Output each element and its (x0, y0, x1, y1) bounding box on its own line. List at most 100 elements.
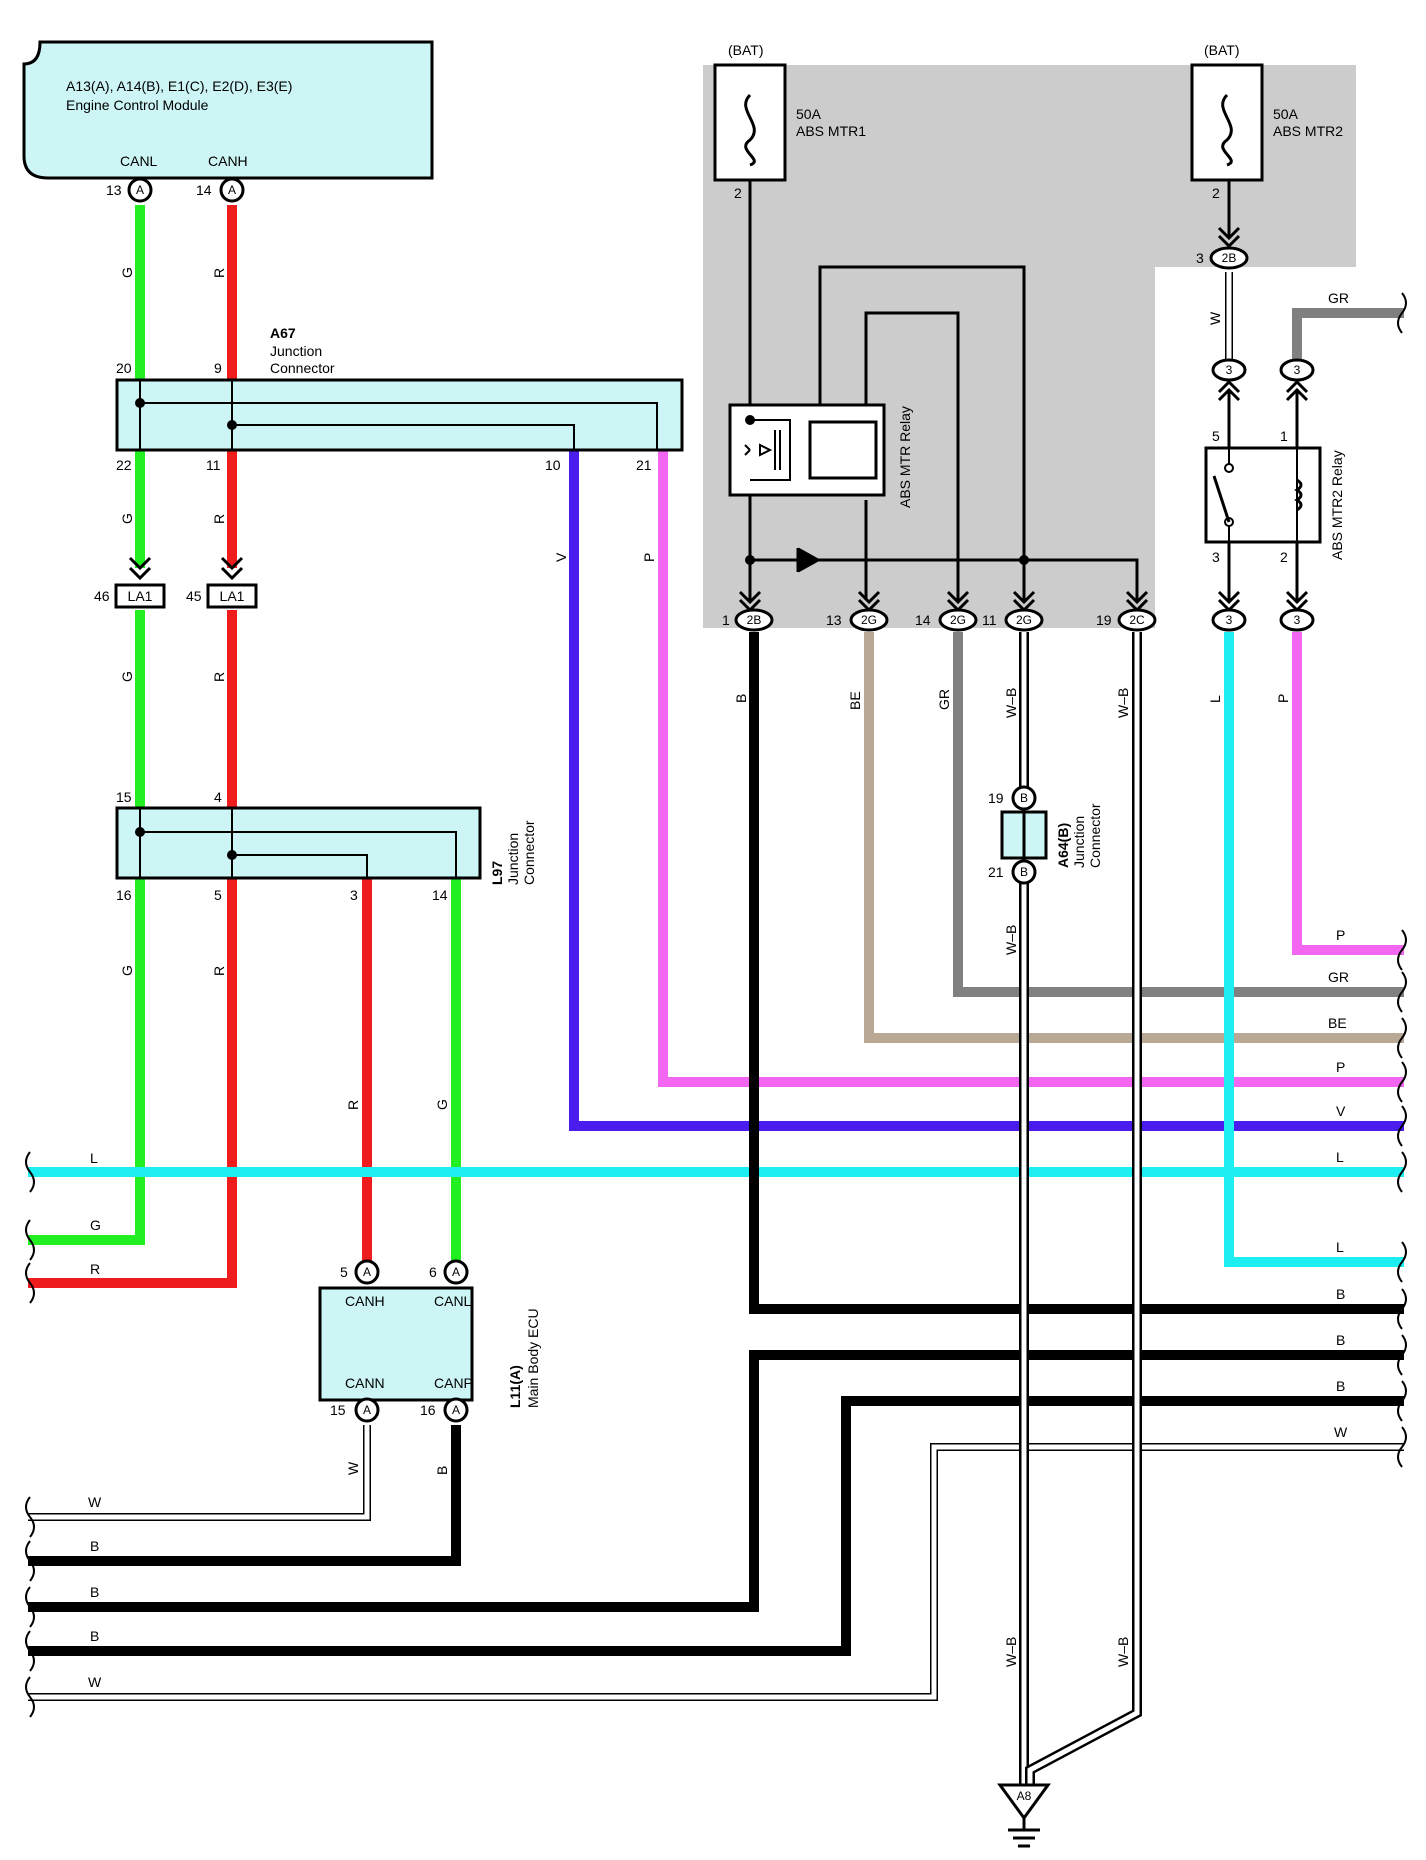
wire-wb-2c-fill (1027, 632, 1140, 1785)
pin-l97-5: 5 (214, 887, 222, 903)
squiggle-right-p1 (1397, 929, 1407, 971)
a64-connector: B B (1000, 785, 1048, 885)
relay1-symbol (744, 419, 878, 481)
la1-code-g: LA1 (128, 588, 153, 604)
label-left-l: L (90, 1150, 98, 1166)
svg-text:B: B (1020, 791, 1028, 805)
squiggle-right-v (1397, 1105, 1407, 1147)
svg-text:A: A (452, 1403, 460, 1417)
label-g-5: G (434, 1099, 450, 1110)
a67-box (115, 378, 684, 452)
wire-v-a67 (569, 450, 1404, 1131)
svg-text:A: A (452, 1265, 460, 1279)
l97-node-g (135, 827, 145, 837)
fuse2-bat: (BAT) (1204, 42, 1240, 58)
pin-l97-4: 4 (214, 789, 222, 805)
label-b-2: B (733, 694, 749, 703)
wire-b-relay (749, 632, 1404, 1314)
pin-l11-6: 6 (429, 1264, 437, 1280)
fuse1-symbol (744, 93, 756, 167)
relay2-top-connectors: 3 3 (1211, 358, 1315, 402)
wire-b-ecu (28, 1425, 461, 1566)
fuse1-name: ABS MTR1 (796, 123, 866, 139)
squiggle-right-b3 (1397, 1380, 1407, 1422)
label-left-w2: W (88, 1674, 102, 1690)
label-wb-5: W–B (1115, 1637, 1131, 1667)
l11-connector-5: A (354, 1259, 380, 1285)
pin-bot-13: 13 (826, 612, 842, 628)
label-left-b3: B (90, 1628, 99, 1644)
relay1-node-diode-right (1019, 555, 1029, 565)
wire-p-a67 (658, 450, 1404, 1087)
relay1-name: ABS MTR Relay (897, 406, 913, 508)
label-right-be: BE (1328, 1015, 1347, 1031)
squiggle-left-w1 (25, 1496, 35, 1538)
wire-p-relay2 (1292, 632, 1404, 955)
wire-w-bottom-fill (28, 1444, 1404, 1700)
relay1-node-diode-left (745, 555, 755, 565)
wire-w-ecu-fill (28, 1425, 370, 1520)
pin-bot-11: 11 (982, 612, 997, 628)
label-w-2: W (1207, 311, 1223, 325)
wire-w-ecu (28, 1425, 371, 1521)
pin-a67-10: 10 (545, 457, 561, 473)
label-left-r: R (90, 1261, 100, 1277)
relay1-node-top (745, 415, 755, 425)
label-g-2: G (119, 513, 135, 524)
label-right-v: V (1336, 1103, 1346, 1119)
pin-a67-9: 9 (214, 360, 222, 376)
pin-r2-1: 1 (1280, 428, 1288, 444)
label-left-b1: B (90, 1538, 99, 1554)
pin-2b-3: 3 (1196, 250, 1204, 266)
svg-text:A: A (363, 1403, 371, 1417)
label-right-gr-top: GR (1328, 290, 1349, 306)
label-right-p1: P (1336, 927, 1345, 943)
pin-r2-3: 3 (1212, 549, 1220, 565)
label-right-gr: GR (1328, 969, 1349, 985)
svg-text:3: 3 (1294, 613, 1301, 627)
label-be-1: BE (847, 691, 863, 710)
ground-a8: A8 (997, 1783, 1051, 1848)
squiggle-right-gr (1397, 971, 1407, 1013)
squiggle-right-gr-top (1397, 292, 1407, 334)
l11-connector-6: A (443, 1259, 469, 1285)
squiggle-left-b1 (25, 1540, 35, 1582)
a64-line2: Connector (1087, 803, 1103, 868)
pin-l11-16: 16 (420, 1402, 436, 1418)
pin-a64-21: 21 (988, 864, 1004, 880)
la1-arrow-g (128, 556, 152, 581)
label-wb-2: W–B (1115, 688, 1131, 718)
wire-gr-relay (953, 632, 1404, 997)
wire-b-mid1 (28, 1350, 1404, 1612)
label-right-p2: P (1336, 1059, 1345, 1075)
svg-text:3: 3 (1226, 613, 1233, 627)
label-r-1: R (211, 268, 227, 278)
fuse2-amp: 50A (1273, 106, 1299, 122)
label-wb-1: W–B (1003, 688, 1019, 718)
wire-w-bottom (28, 1443, 1404, 1701)
label-r-3: R (211, 672, 227, 682)
svg-text:2G: 2G (950, 613, 966, 627)
label-wb-4: W–B (1003, 1637, 1019, 1667)
label-wb-3: W–B (1003, 925, 1019, 955)
pin-l97-16: 16 (116, 887, 132, 903)
label-p-1: P (641, 553, 657, 562)
l97-line1: Junction (505, 833, 521, 885)
fuse1-amp: 50A (796, 106, 822, 122)
fuse2-symbol (1221, 93, 1233, 167)
wire-gr-top (1292, 308, 1404, 365)
squiggle-left-g (25, 1219, 35, 1261)
l11-name: Main Body ECU (525, 1308, 541, 1408)
label-p-2: P (1275, 694, 1291, 703)
pin-fuse2-2: 2 (1212, 185, 1220, 201)
pin-a64-19: 19 (988, 790, 1004, 806)
svg-text:2G: 2G (861, 613, 877, 627)
label-b-1: B (434, 1466, 450, 1475)
pin-bot-1: 1 (722, 612, 730, 628)
label-w-1: W (345, 1461, 361, 1475)
a67-code: A67 (270, 325, 296, 341)
svg-text:3: 3 (1294, 363, 1301, 377)
label-r-4: R (211, 966, 227, 976)
svg-text:3: 3 (1226, 363, 1233, 377)
